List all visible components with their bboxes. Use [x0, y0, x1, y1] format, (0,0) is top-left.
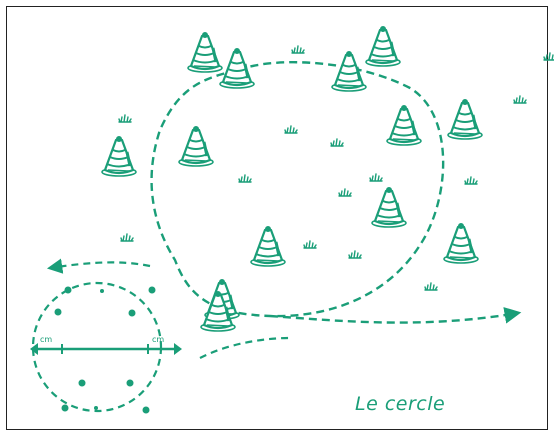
- drawing-frame: [6, 6, 548, 430]
- cone: [442, 221, 480, 265]
- large-dashed-path: [150, 61, 518, 322]
- diameter-measure-line: cm cm: [30, 335, 182, 355]
- diagram-caption: Le cercle: [355, 393, 446, 415]
- cone: [218, 46, 256, 90]
- small-circle-right-arrow: [199, 336, 291, 359]
- small-circle-left-arrow: [46, 258, 151, 274]
- cone: [385, 103, 423, 147]
- cone: [370, 185, 408, 229]
- cone: [100, 134, 138, 178]
- cone: [446, 97, 484, 141]
- measure-label-right: cm: [152, 335, 164, 344]
- cone: [177, 124, 215, 168]
- cone: [249, 224, 287, 268]
- measure-label-left: cm: [40, 335, 52, 344]
- cone: [186, 30, 224, 74]
- small-circle-dots: [54, 286, 156, 414]
- small-dashed-circle: [31, 281, 163, 413]
- traffic-cones: [100, 24, 484, 333]
- cone: [364, 24, 402, 68]
